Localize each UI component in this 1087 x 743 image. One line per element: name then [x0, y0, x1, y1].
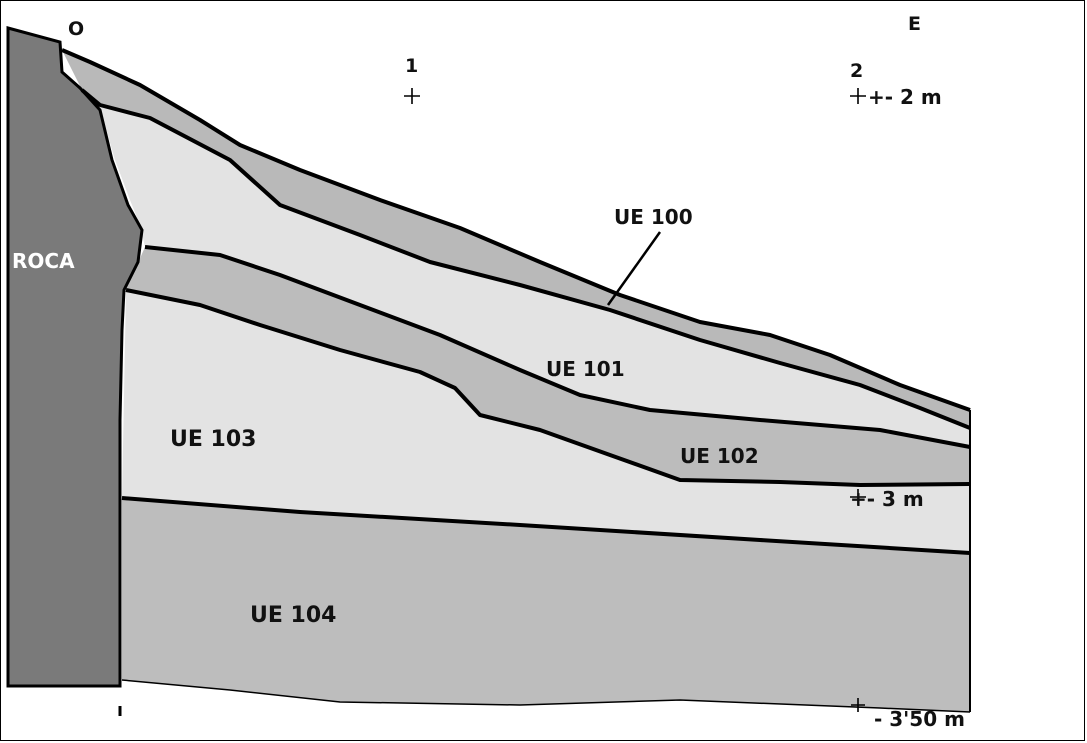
label-ue-102: UE 102 [680, 444, 759, 468]
layer-boundaries [61, 48, 971, 716]
depth-2m-label: +- 2 m [868, 85, 942, 109]
depth-3m-label: +- 3 m [850, 487, 924, 511]
layer-ue-102 [126, 247, 970, 485]
label-ue-101: UE 101 [546, 357, 625, 381]
cross-depth-350m [851, 698, 865, 712]
cross-point-2 [850, 88, 866, 104]
cross-point-1 [404, 88, 420, 104]
layer-ue-103 [122, 290, 970, 553]
layer-ue-100 [62, 50, 970, 428]
bedrock-roca [6, 26, 144, 688]
label-ue-100: UE 100 [614, 205, 693, 229]
pointer-ue-100 [606, 231, 662, 306]
label-ue-104: UE 104 [250, 603, 336, 628]
bedrock-label: ROCA [12, 249, 75, 273]
layer-ue-104 [122, 498, 970, 712]
survey-crosses [404, 88, 866, 712]
cross-depth-3m [850, 489, 866, 505]
orientation-west: O [68, 18, 84, 40]
depth-350m-label: - 3'50 m [874, 707, 965, 731]
boundary-101-102 [144, 245, 971, 449]
point-2-label: 2 [850, 60, 863, 82]
boundary-100-101 [80, 88, 971, 430]
bottom-line [121, 679, 971, 713]
boundary-103-104 [121, 496, 971, 555]
label-ue-103: UE 103 [170, 427, 256, 452]
boundary-102-103 [125, 288, 971, 487]
point-1-label: 1 [405, 55, 418, 77]
orientation-east: E [908, 13, 921, 35]
layer-ue-101 [82, 90, 970, 447]
surface-line [61, 48, 971, 412]
